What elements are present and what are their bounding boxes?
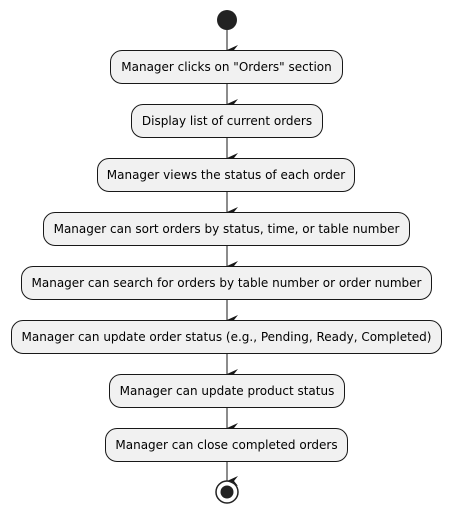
activity-node-sort-orders: Manager can sort orders by status, time,… bbox=[43, 212, 410, 246]
end-node bbox=[215, 480, 239, 504]
activity-node-open-orders: Manager clicks on "Orders" section bbox=[110, 50, 343, 84]
activity-node-display-orders: Display list of current orders bbox=[131, 104, 323, 138]
start-node bbox=[217, 10, 237, 30]
activity-node-update-order-status: Manager can update order status (e.g., P… bbox=[11, 320, 442, 354]
activity-node-view-status: Manager views the status of each order bbox=[97, 158, 355, 192]
activity-node-close-orders: Manager can close completed orders bbox=[105, 428, 348, 462]
activity-node-search-orders: Manager can search for orders by table n… bbox=[21, 266, 432, 300]
activity-node-update-product-status: Manager can update product status bbox=[109, 374, 345, 408]
